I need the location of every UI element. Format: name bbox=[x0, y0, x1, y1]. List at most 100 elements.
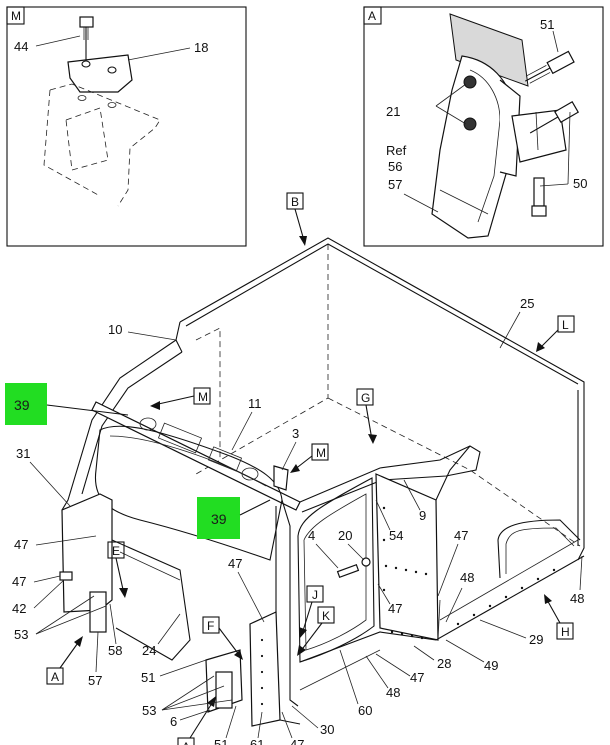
mount-57-left bbox=[89, 591, 107, 633]
windshield-opening bbox=[94, 425, 283, 561]
box-e: E bbox=[112, 544, 120, 558]
bracket-3 bbox=[273, 465, 289, 491]
box-m: M bbox=[198, 390, 208, 404]
callout-11: 11 bbox=[248, 396, 262, 411]
rear-wall-opening bbox=[497, 519, 581, 579]
callout-51-floor: 51 bbox=[141, 670, 155, 685]
highlight-39-lower[interactable]: 39 bbox=[197, 497, 271, 539]
callout-58: 58 bbox=[108, 643, 122, 658]
cowl-rail bbox=[299, 445, 481, 513]
callout-60: 60 bbox=[358, 703, 372, 718]
highlight-39-label-lower: 39 bbox=[211, 511, 227, 527]
inset-a-frame bbox=[363, 6, 604, 247]
clip-47 bbox=[59, 571, 73, 581]
back-wall-hidden bbox=[195, 244, 329, 475]
inset-m-tag bbox=[6, 6, 25, 25]
callout-49: 49 bbox=[484, 658, 498, 673]
callout-57-inset: 57 bbox=[388, 177, 402, 192]
callout-31: 31 bbox=[16, 446, 30, 461]
right-lower-pillar bbox=[249, 611, 281, 727]
callout-4: 4 bbox=[308, 528, 315, 543]
callout-ref: Ref bbox=[386, 143, 407, 158]
callout-48-sill: 48 bbox=[386, 685, 400, 700]
highlight-39-upper[interactable]: 39 bbox=[5, 383, 129, 425]
box-a-left: A bbox=[51, 670, 59, 684]
callout-20: 20 bbox=[338, 528, 352, 543]
highlight-box[interactable] bbox=[5, 383, 47, 425]
callout-21: 21 bbox=[386, 104, 400, 119]
rear-side-panel bbox=[375, 473, 439, 641]
callout-30: 30 bbox=[320, 722, 334, 737]
callout-42: 42 bbox=[12, 601, 26, 616]
box-g: G bbox=[361, 391, 370, 405]
box-a-bottom: A bbox=[182, 740, 190, 745]
inset-a-tag-label: A bbox=[368, 9, 376, 23]
box-j: J bbox=[312, 588, 318, 602]
left-a-pillar bbox=[61, 339, 177, 511]
callout-47-rear: 47 bbox=[454, 528, 468, 543]
callout-44: 44 bbox=[14, 39, 28, 54]
box-h: H bbox=[561, 625, 570, 639]
stud-lower bbox=[463, 117, 477, 131]
panel-cutout bbox=[65, 107, 109, 171]
box-m-lower: M bbox=[316, 446, 326, 460]
panel-outline bbox=[49, 83, 161, 207]
mount-panel bbox=[449, 13, 529, 87]
stud-upper bbox=[463, 75, 477, 89]
callout-57-left: 57 bbox=[88, 673, 102, 688]
bolt-50 bbox=[533, 177, 545, 207]
floor-edge bbox=[435, 555, 585, 641]
box-f: F bbox=[207, 619, 214, 633]
callout-50: 50 bbox=[573, 176, 587, 191]
striker-4 bbox=[336, 563, 360, 579]
door-opening bbox=[297, 477, 375, 663]
callout-51-bottom: 51 bbox=[214, 737, 228, 745]
rear-pillar bbox=[577, 394, 585, 561]
callout-54: 54 bbox=[389, 528, 403, 543]
inset-m-tag-label: M bbox=[11, 9, 21, 23]
callout-47-clip: 47 bbox=[12, 574, 26, 589]
dash-cross-member bbox=[91, 401, 301, 511]
bolt-head bbox=[79, 16, 94, 28]
reference-boxes: B L M G M E J K F H bbox=[46, 192, 575, 745]
callout-53-right: 53 bbox=[142, 703, 156, 718]
inset-m-frame bbox=[6, 6, 247, 247]
callout-47-bottom: 47 bbox=[290, 737, 304, 745]
callout-47-pillar: 47 bbox=[228, 556, 242, 571]
callout-47-left: 47 bbox=[14, 537, 28, 552]
clamp bbox=[511, 109, 567, 163]
callout-3: 3 bbox=[292, 426, 299, 441]
inset-detail-a: A 51 bbox=[363, 6, 604, 247]
callout-10: 10 bbox=[108, 322, 122, 337]
b-pillar bbox=[281, 499, 299, 707]
inset-a-tag bbox=[363, 6, 382, 25]
inset-detail-m: M 44 18 bbox=[6, 6, 247, 247]
highlight-39-label: 39 bbox=[14, 397, 30, 413]
callout-53-left: 53 bbox=[14, 627, 28, 642]
roof-rail bbox=[179, 237, 585, 394]
callout-24: 24 bbox=[142, 643, 156, 658]
box-l: L bbox=[562, 318, 569, 332]
callout-29: 29 bbox=[529, 632, 543, 647]
callout-25: 25 bbox=[520, 296, 534, 311]
callout-9: 9 bbox=[419, 508, 426, 523]
cab-main-view bbox=[59, 237, 585, 727]
callout-47-sill: 47 bbox=[410, 670, 424, 685]
left-floor-frame bbox=[111, 539, 191, 661]
callout-28: 28 bbox=[437, 656, 451, 671]
box-b: B bbox=[291, 195, 299, 209]
callout-56: 56 bbox=[388, 159, 402, 174]
bracket-plate bbox=[67, 54, 133, 93]
callout-47-door: 47 bbox=[388, 601, 402, 616]
callout-51-inset: 51 bbox=[540, 17, 554, 32]
left-lower-pillar bbox=[61, 493, 113, 613]
callout-18: 18 bbox=[194, 40, 208, 55]
callout-48-upper: 48 bbox=[460, 570, 474, 585]
box-k: K bbox=[322, 609, 330, 623]
numeric-callouts: 25 10 11 3 31 9 54 4 20 47 47 47 47 48 4… bbox=[12, 296, 584, 745]
callout-6: 6 bbox=[170, 714, 177, 729]
callout-48-right: 48 bbox=[570, 591, 584, 606]
callout-61: 61 bbox=[250, 737, 264, 745]
highlight-box[interactable] bbox=[197, 497, 240, 539]
